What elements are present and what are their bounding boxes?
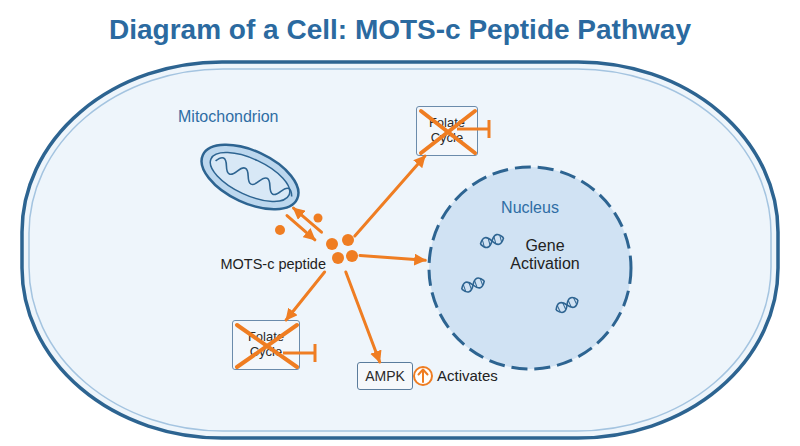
peptide-dot bbox=[326, 238, 338, 250]
annotation-label: Activates bbox=[437, 366, 547, 386]
connector-arrow bbox=[355, 156, 425, 236]
peptide-dot bbox=[346, 250, 358, 262]
dna-strand bbox=[460, 276, 486, 294]
inhibition-bar bbox=[488, 120, 491, 138]
inhibition-line bbox=[457, 128, 489, 131]
connector-arrow bbox=[294, 208, 322, 232]
activation-symbol bbox=[414, 367, 432, 385]
peptide-dot bbox=[332, 252, 344, 264]
inhibited-box-shape bbox=[233, 321, 301, 371]
organelle-label: Mitochondrion bbox=[178, 108, 318, 126]
peptide-dot bbox=[342, 234, 354, 246]
process-label: Gene Activation bbox=[495, 237, 595, 274]
nucleus: NucleusGene Activation bbox=[425, 163, 635, 373]
connector-arrow bbox=[286, 272, 325, 320]
dna-strand bbox=[460, 276, 486, 294]
mitochondrion-body bbox=[192, 131, 308, 222]
inhibited-box: Folate Cycle bbox=[232, 320, 300, 370]
inhibition-bar bbox=[314, 344, 317, 362]
dna-helix bbox=[554, 295, 580, 314]
peptide-label: MOTS-c peptide bbox=[218, 256, 326, 273]
cell-membrane bbox=[22, 62, 778, 438]
inhibition-line bbox=[283, 352, 315, 355]
dna-rung bbox=[463, 285, 465, 292]
connector-arrow bbox=[346, 272, 380, 362]
process-box: AMPK bbox=[357, 362, 413, 390]
dna-strand bbox=[554, 295, 580, 314]
dna-rung bbox=[475, 281, 477, 288]
dna-strand bbox=[479, 233, 505, 249]
dna-strand bbox=[479, 233, 505, 249]
diagram-title: Diagram of a Cell: MOTS-c Peptide Pathwa… bbox=[0, 14, 800, 46]
peptide-dot bbox=[314, 214, 323, 223]
activation-arrow bbox=[419, 370, 428, 383]
inhibited-box: Folate Cycle bbox=[416, 106, 478, 156]
dna-rung bbox=[469, 283, 471, 290]
box-label: AMPK bbox=[358, 363, 412, 389]
nuclear-envelope bbox=[429, 167, 631, 369]
mitochondrion: Mitochondrion bbox=[190, 130, 310, 224]
connector-arrow bbox=[360, 256, 425, 261]
dna-rung bbox=[494, 237, 496, 244]
dna-rung bbox=[482, 240, 484, 247]
dna-rung bbox=[488, 238, 490, 245]
dna-rung bbox=[480, 279, 482, 286]
mitochondrion-shape bbox=[190, 130, 310, 224]
cell-membrane-inner bbox=[29, 69, 771, 431]
dna-strand bbox=[554, 295, 580, 314]
dna-rung bbox=[563, 303, 566, 309]
peptide-dot bbox=[275, 225, 285, 235]
cristae bbox=[213, 156, 294, 202]
outer-membrane bbox=[192, 131, 308, 222]
dna-rung bbox=[568, 301, 571, 307]
organelle-label: Nucleus bbox=[485, 199, 575, 217]
dna-helix bbox=[479, 233, 505, 249]
dna-rung bbox=[557, 306, 560, 312]
inhibited-box-shape bbox=[417, 107, 479, 157]
connector-arrow bbox=[287, 216, 315, 240]
dna-helix bbox=[460, 276, 486, 294]
dna-rung bbox=[500, 235, 502, 242]
peptide-cluster: MOTS-c peptide bbox=[318, 236, 360, 272]
inner-membrane bbox=[203, 143, 296, 212]
dna-rung bbox=[574, 298, 577, 304]
